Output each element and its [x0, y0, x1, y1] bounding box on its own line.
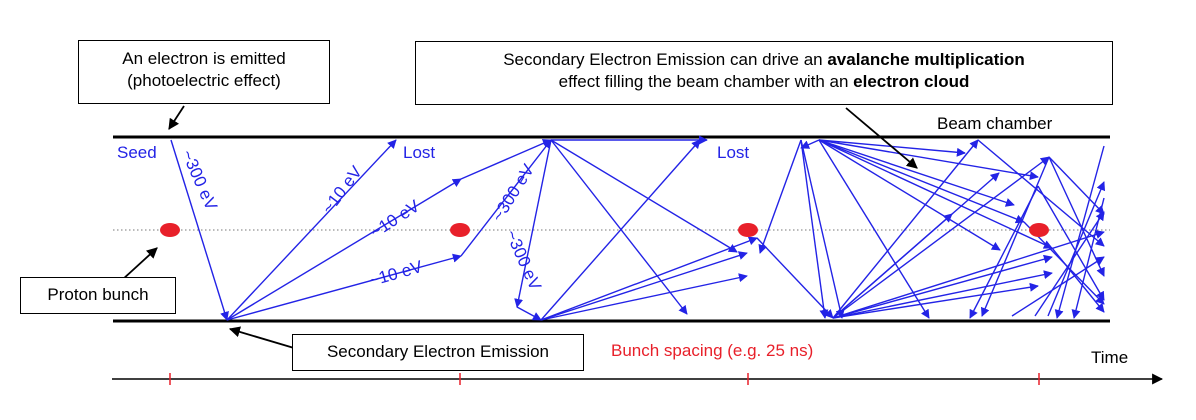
electron-path-34 [832, 230, 1105, 319]
electron-path-16 [756, 237, 834, 319]
electron-path-27 [800, 139, 829, 319]
avalanche-callout: Secondary Electron Emission can drive an… [415, 41, 1113, 105]
photoelectric-callout: An electron is emitted (photoelectric ef… [78, 40, 330, 104]
electron-path-17 [758, 139, 802, 254]
electron-path-18 [800, 139, 820, 149]
time-axis-label: Time [1091, 348, 1129, 367]
electron-path-13 [540, 251, 748, 321]
photoelectric-callout-line1: An electron is emitted [122, 49, 286, 68]
proton-bunch-4 [1029, 223, 1049, 237]
electron-path-14 [540, 273, 748, 321]
electron-path-33 [832, 213, 953, 319]
lost-label-2: Lost [717, 143, 750, 162]
electron-path-28 [832, 156, 1050, 319]
electron-path-47 [1047, 181, 1106, 317]
emission-callout-arrow [168, 105, 185, 130]
electron-path-2 [226, 139, 397, 321]
proton-bunch-3 [738, 223, 758, 237]
avalanche-text-b: effect filling the beam chamber with an [558, 72, 854, 91]
electron-path-5 [460, 139, 552, 180]
proton-callout-arrow [121, 247, 158, 281]
electron-path-11 [516, 306, 542, 321]
electron-trajectories [170, 135, 1106, 321]
electron-path-6 [460, 139, 552, 257]
avalanche-text-bold-b: electron cloud [853, 72, 970, 91]
electron-path-9 [550, 139, 738, 253]
electron-path-21 [818, 139, 1039, 181]
electron-path-35 [832, 139, 979, 319]
proton-bunch-2 [450, 223, 470, 237]
proton-bunch-callout: Proton bunch [20, 277, 176, 314]
secondary-emission-callout-text: Secondary Electron Emission [326, 342, 550, 361]
electron-path-36 [1048, 156, 1105, 215]
avalanche-callout-arrow [845, 107, 918, 169]
bunch-spacing-label: Bunch spacing (e.g. 25 ns) [611, 341, 814, 360]
proton-bunch-callout-text: Proton bunch [47, 285, 149, 304]
electron-path-44 [1054, 145, 1105, 319]
electron-path-40 [969, 185, 1039, 319]
electron-path-19 [818, 139, 930, 319]
electron-path-37 [1048, 156, 1105, 277]
electron-path-38 [980, 156, 1050, 317]
electron-path-12 [540, 139, 701, 321]
avalanche-text-bold-a: avalanche multiplication [827, 50, 1025, 69]
avalanche-callout-line2: effect filling the beam chamber with an … [416, 71, 1112, 93]
seed-label: Seed [117, 143, 157, 162]
electron-path-26 [800, 139, 845, 319]
electron-path-15 [540, 236, 758, 321]
electron-path-20 [818, 139, 1015, 207]
secondary-emission-callout: Secondary Electron Emission [292, 334, 584, 371]
electron-path-48 [1034, 211, 1105, 317]
avalanche-callout-line1: Secondary Electron Emission can drive an… [416, 49, 1112, 71]
photoelectric-callout-line2: (photoelectric effect) [127, 71, 281, 90]
electron-path-23 [818, 139, 1025, 224]
electron-path-31 [832, 270, 1053, 319]
electron-path-25 [818, 139, 1001, 251]
electron-path-29 [832, 254, 1053, 319]
electron-path-4 [226, 253, 462, 321]
electron-path-30 [832, 282, 1039, 319]
electron-path-39 [1037, 185, 1105, 301]
beam-chamber-label: Beam chamber [937, 114, 1053, 133]
avalanche-text-a: Secondary Electron Emission can drive an [503, 50, 828, 69]
proton-bunch-1 [160, 223, 180, 237]
lost-label-1: Lost [403, 143, 436, 162]
proton-bunches [160, 223, 1049, 237]
see-callout-arrow [228, 326, 295, 349]
electron-path-7 [514, 139, 552, 308]
electron-path-46 [1011, 256, 1105, 317]
electron-path-22 [818, 139, 1053, 249]
time-axis-ticks [169, 373, 1040, 385]
electron-path-43 [977, 139, 1105, 247]
electron-path-3 [226, 178, 462, 321]
electron-path-1 [170, 139, 229, 321]
electron-path-10 [550, 139, 688, 315]
